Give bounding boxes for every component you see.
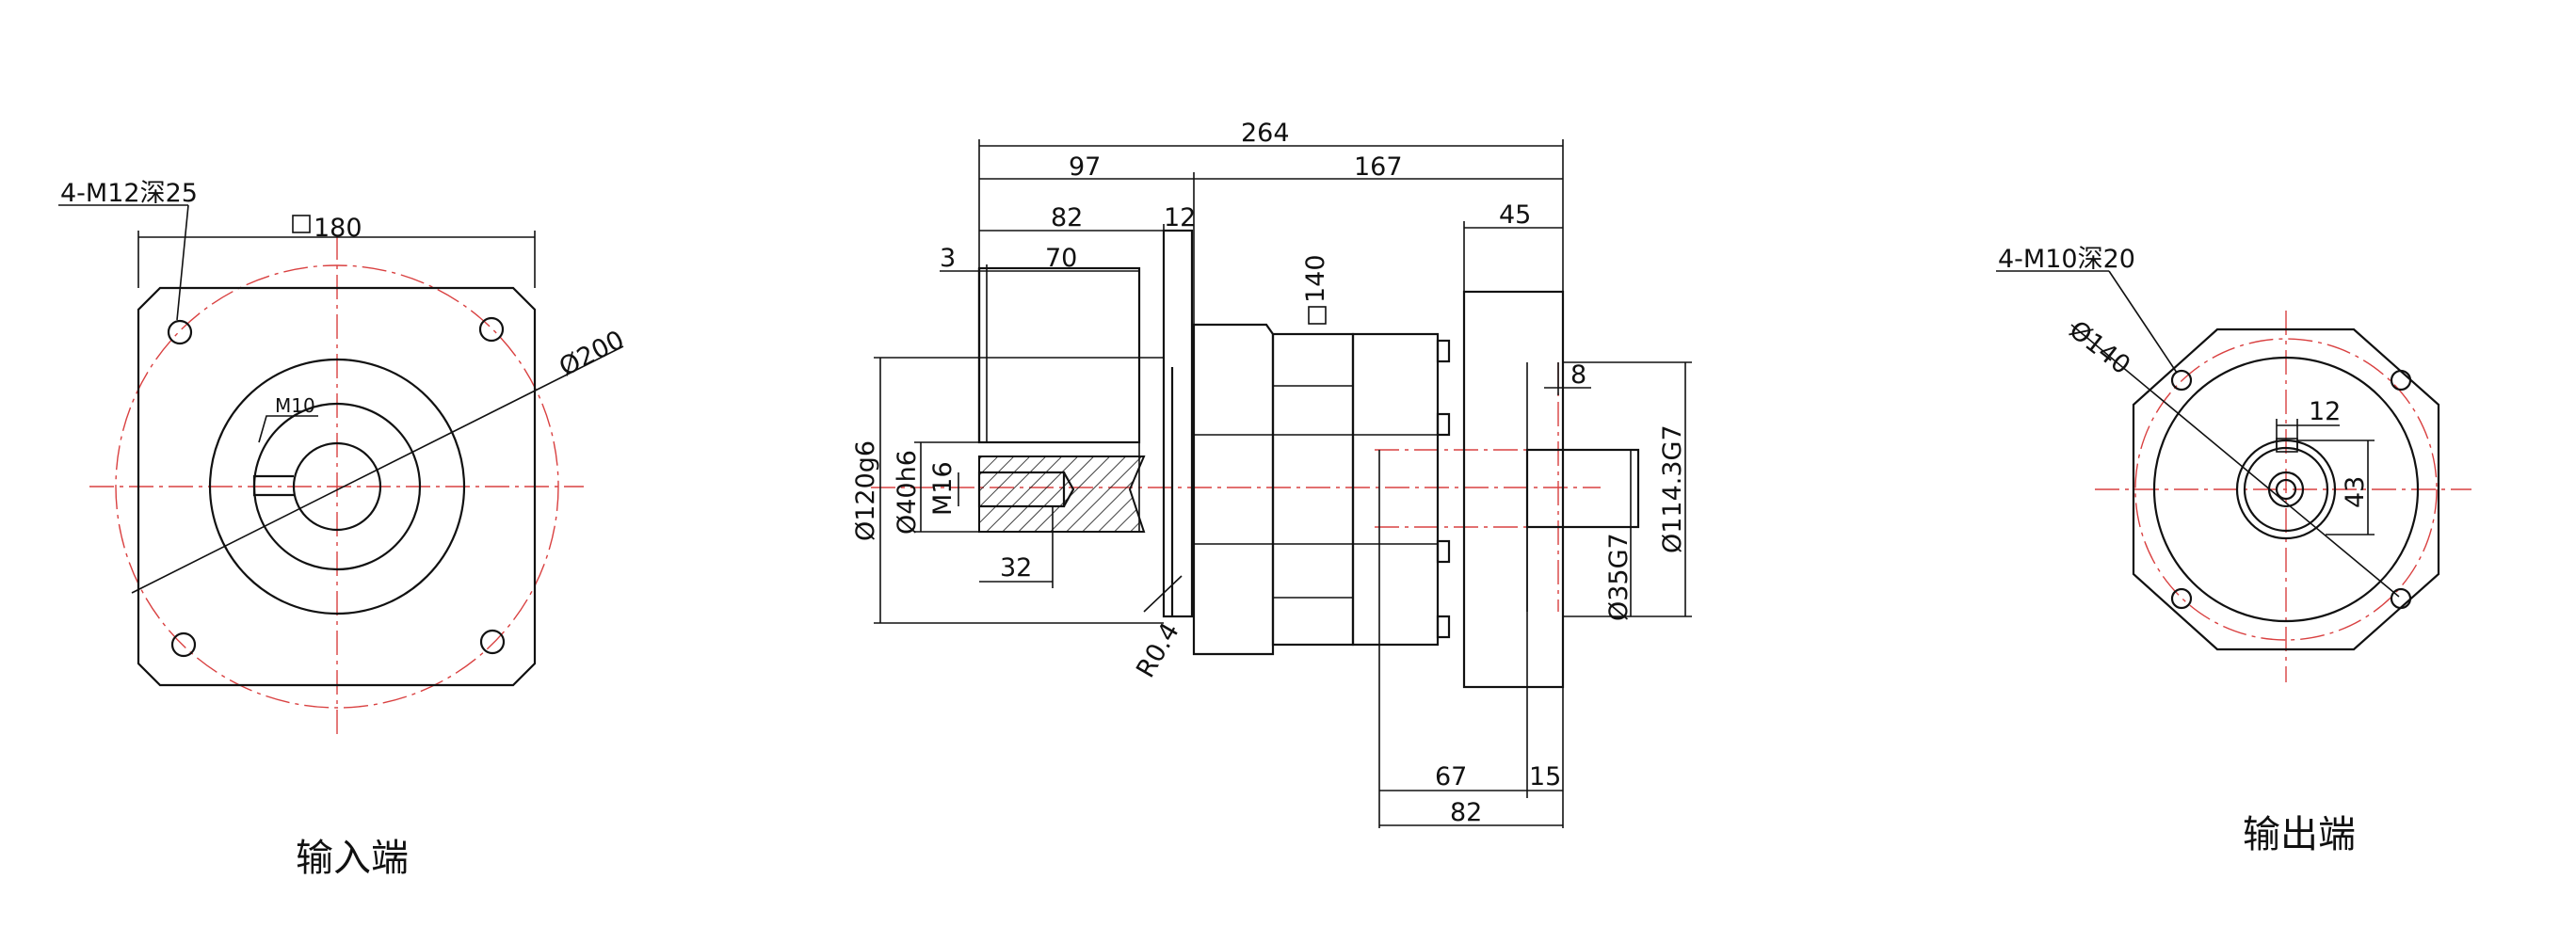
dim-120-label: Ø120g6 [851, 440, 880, 541]
side-bolt-2 [1436, 412, 1451, 437]
input-key-thread-leader [258, 415, 318, 443]
side-bore-tip [1063, 471, 1075, 507]
output-hole-top-left [2170, 369, 2193, 392]
input-hole-callout-label: 4-M12深25 [60, 179, 198, 208]
input-square-flange [137, 286, 537, 687]
output-hole-callout-label: 4-M10深20 [1998, 245, 2135, 274]
side-bolt-1 [1436, 339, 1451, 363]
square-symbol-side-icon [1308, 306, 1327, 325]
input-outer-circle [208, 358, 466, 615]
output-hole-bottom-right [2390, 587, 2412, 610]
radius-label: R0.4 [1131, 618, 1185, 683]
dim-40-label: Ø40h6 [893, 450, 922, 535]
input-key-thread-label: M10 [275, 394, 315, 417]
output-hole-bottom-left [2170, 587, 2193, 610]
input-keyway [252, 474, 294, 497]
dim-264-label: 264 [1241, 119, 1290, 148]
dim-70-label: 70 [1045, 244, 1077, 273]
output-hole-top-right [2390, 369, 2412, 392]
dim-82-top-label: 82 [1051, 203, 1083, 232]
output-keyway [2276, 438, 2298, 453]
square-symbol-icon [292, 215, 311, 233]
input-end-caption: 输入端 [296, 837, 409, 880]
dim-8-label: 8 [1570, 360, 1586, 390]
side-output-shaft [1525, 448, 1640, 529]
dim-m16-label: M16 [928, 461, 958, 516]
side-gearbox-body [1192, 323, 1275, 656]
side-hatched-section [978, 456, 1146, 533]
input-hole-top-left [167, 319, 193, 345]
output-hole-callout-leader [2108, 270, 2178, 374]
input-pcd-circle [115, 264, 559, 709]
output-pcd-circle [2134, 338, 2438, 641]
output-hub-circle [2235, 439, 2337, 540]
output-pilot-circle [2152, 356, 2420, 623]
side-bolt-3 [1436, 539, 1451, 564]
input-hole-bottom-left [170, 631, 197, 658]
output-key-height-label: 43 [2341, 476, 2370, 508]
radius-leader [1143, 575, 1183, 613]
dim-114-label: Ø114.3G7 [1658, 424, 1687, 553]
output-hub-inner-circle [2243, 446, 2329, 533]
side-gearbox-stage-2 [1351, 332, 1440, 647]
input-pcd-leader [131, 345, 624, 594]
dim-45-label: 45 [1499, 200, 1531, 230]
dim-32-label: 32 [1000, 553, 1032, 583]
output-pcd-label: Ø140 [2064, 315, 2135, 380]
input-hole-top-right [478, 316, 505, 343]
dim-15-label: 15 [1529, 762, 1561, 791]
input-bore-circle [292, 441, 382, 532]
side-input-flange-plate [1162, 229, 1194, 618]
side-output-flange [1462, 290, 1565, 689]
output-end-caption: 输出端 [2243, 813, 2356, 856]
output-bore-circle [2275, 478, 2297, 501]
output-pcd-leader [2070, 324, 2400, 598]
dim-82-bottom-label: 82 [1450, 798, 1482, 827]
input-square-size-label: 180 [314, 214, 362, 243]
dim-167-label: 167 [1354, 152, 1403, 182]
input-pcd-label: Ø200 [555, 326, 629, 383]
output-flange-outline [2132, 328, 2440, 651]
output-end-view: 4-M10深20 Ø140 12 43 输出端 [1996, 245, 2471, 856]
dim-35-label: Ø35G7 [1604, 533, 1634, 621]
input-hole-bottom-right [479, 629, 506, 655]
input-end-view: 180 4-M12深25 Ø200 M10 输入端 [58, 179, 629, 880]
side-view: 264 97 167 82 12 3 70 140 45 8 Ø120g6 [851, 119, 1692, 828]
dim-140-label: 140 [1301, 254, 1330, 303]
side-bolt-4 [1436, 615, 1451, 639]
dim-12-label: 12 [1164, 203, 1196, 232]
output-key-width-label: 12 [2309, 397, 2341, 426]
input-hole-callout-leader [176, 204, 189, 321]
dim-67-label: 67 [1435, 762, 1467, 791]
dim-97-label: 97 [1069, 152, 1101, 182]
side-threaded-bore [977, 471, 1066, 508]
side-input-housing [977, 266, 1141, 444]
dim-3-label: 3 [940, 244, 956, 273]
